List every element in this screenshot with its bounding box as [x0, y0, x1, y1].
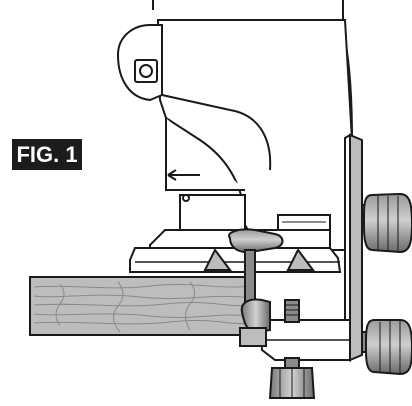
workpiece-board: [29, 276, 256, 336]
edge-guide-fence: [344, 133, 363, 363]
router-base-plate: [129, 247, 342, 273]
guide-bracket: [239, 298, 351, 361]
clamp-bolt: [228, 228, 284, 303]
router-body: [116, 0, 353, 263]
figure-label: FIG. 1: [12, 139, 82, 170]
lower-fence-knob: [361, 319, 412, 376]
upper-fence-knob: [361, 192, 412, 254]
bottom-adjustment-knob: [268, 357, 316, 399]
